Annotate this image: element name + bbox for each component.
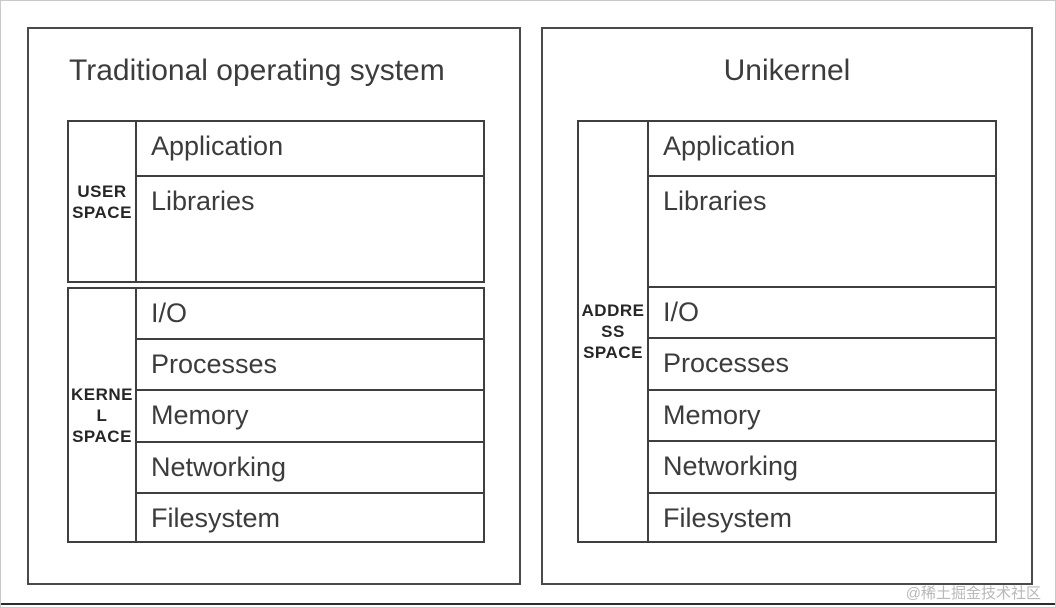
layer-row-filesystem: Filesystem <box>135 491 485 543</box>
side-label-user-space: USER SPACE <box>67 120 135 283</box>
layer-label-application: Application <box>151 131 284 161</box>
layer-row-application: Application <box>135 120 485 175</box>
layer-label-filesystem: Filesystem <box>151 502 281 533</box>
layer-row-libraries: Libraries <box>647 175 997 286</box>
layer-row-application: Application <box>647 120 997 175</box>
panel-traditional-os: Traditional operating system USER SPACE … <box>27 27 521 585</box>
layer-label-libraries: Libraries <box>663 186 767 216</box>
rows-user-space: Application Libraries <box>135 120 485 283</box>
side-label-user-space-text: USER SPACE <box>72 181 132 222</box>
layer-label-io: I/O <box>663 297 700 327</box>
side-label-address-space: ADDRESS SPACE <box>577 120 647 543</box>
rows-kernel-space: I/O Processes Memory Networking Filesyst… <box>135 287 485 543</box>
layer-row-libraries: Libraries <box>135 175 485 283</box>
layer-label-memory: Memory <box>663 399 761 430</box>
layer-label-io: I/O <box>151 298 188 328</box>
layer-row-networking: Networking <box>647 440 997 492</box>
bottom-divider <box>1 603 1055 605</box>
side-label-kernel-space-text: KERNEL SPACE <box>70 384 133 446</box>
layer-label-application: Application <box>663 131 796 161</box>
group-kernel-space: KERNEL SPACE I/O Processes Memory Networ… <box>67 287 485 543</box>
watermark: @稀土掘金技术社区 <box>905 585 1041 602</box>
side-label-kernel-space: KERNEL SPACE <box>67 287 135 543</box>
layer-row-memory: Memory <box>135 389 485 441</box>
layer-label-networking: Networking <box>151 451 287 482</box>
layer-label-filesystem: Filesystem <box>663 502 793 533</box>
layer-label-processes: Processes <box>663 348 790 379</box>
layer-row-io: I/O <box>647 286 997 338</box>
layer-row-processes: Processes <box>135 338 485 390</box>
layer-row-filesystem: Filesystem <box>647 491 997 543</box>
layer-label-memory: Memory <box>151 400 249 431</box>
layer-row-io: I/O <box>135 287 485 339</box>
page-title-unikernel: Unikernel <box>723 54 851 87</box>
panel-unikernel: Unikernel ADDRESS SPACE Application Libr… <box>541 27 1033 585</box>
layer-row-memory: Memory <box>647 388 997 441</box>
layer-label-libraries: Libraries <box>151 186 255 216</box>
rows-address-space: Application Libraries I/O Processes Memo… <box>647 120 997 543</box>
layer-row-networking: Networking <box>135 440 485 492</box>
layer-row-processes: Processes <box>647 337 997 389</box>
page-title-traditional: Traditional operating system <box>69 54 445 87</box>
side-label-address-space-text: ADDRESS SPACE <box>581 301 645 362</box>
group-address-space: ADDRESS SPACE Application Libraries I/O … <box>577 120 997 543</box>
layer-label-networking: Networking <box>663 451 799 482</box>
group-user-space: USER SPACE Application Libraries <box>67 120 485 283</box>
layer-label-processes: Processes <box>151 349 278 380</box>
